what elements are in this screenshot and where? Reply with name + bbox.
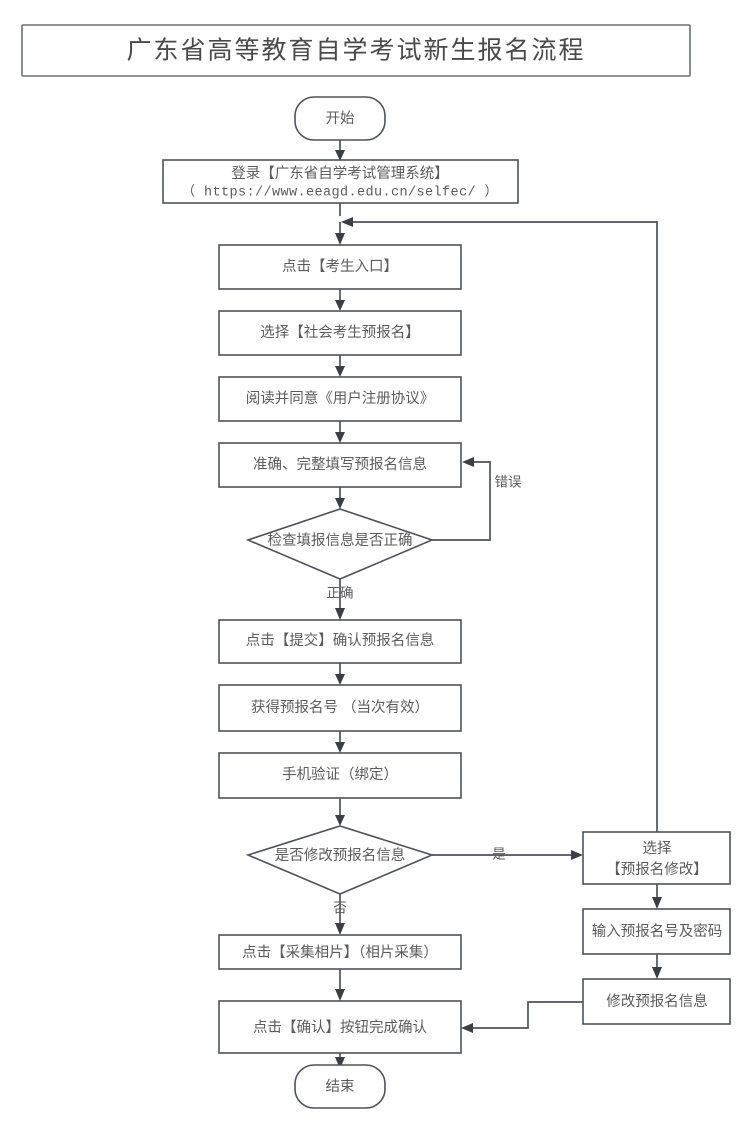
node-submit[interactable]: 点击【提交】确认预报名信息 [218, 619, 462, 664]
node-start-label: 开始 [326, 110, 355, 127]
node-phone-verify[interactable]: 手机验证（绑定） [218, 752, 462, 799]
edge-label-error: 错误 [495, 475, 523, 490]
arrowhead-agreement-fillinfo [335, 432, 345, 443]
node-modify-info[interactable]: 修改预报名信息 [582, 978, 731, 1025]
node-submit-label: 点击【提交】确认预报名信息 [246, 631, 435, 649]
node-phone-verify-label: 手机验证（绑定） [282, 766, 398, 783]
edge-check-error-loop [432, 461, 491, 541]
node-photo[interactable]: 点击【采集相片】（相片采集） [218, 934, 462, 970]
edge-label-correct: 正确 [327, 586, 354, 601]
node-start[interactable]: 开始 [294, 96, 386, 141]
node-confirm[interactable]: 点击【确认】按钮完成确认 [218, 1000, 462, 1054]
arrowhead-selectmodify-credentials [652, 897, 662, 909]
node-modify-decision[interactable]: 是否修改预报名信息 [245, 825, 435, 895]
node-agreement-label: 阅读并同意《用户注册协议》 [246, 389, 435, 407]
node-entry[interactable]: 点击【考生入口】 [218, 244, 462, 290]
node-select-modify[interactable]: 选择 【预报名修改】 [582, 831, 731, 885]
node-end[interactable]: 结束 [294, 1064, 386, 1109]
arrowhead-modifyinfo-confirm [461, 1023, 473, 1033]
edge-modifyinfo-confirm [473, 1001, 583, 1029]
node-fill-info-label: 准确、完整填写预报名信息 [253, 456, 427, 473]
node-modify-decision-label: 是否修改预报名信息 [275, 847, 406, 864]
node-end-label: 结束 [326, 1078, 355, 1095]
arrowhead-entry-preregister [335, 300, 345, 311]
node-modify-info-label: 修改预报名信息 [606, 993, 708, 1010]
node-select-modify-line1: 选择 [643, 840, 672, 857]
node-pre-register[interactable]: 选择【社会考生预报名】 [218, 310, 462, 356]
arrowhead-modify-return [341, 217, 353, 227]
arrowhead-submit-getnumber [335, 674, 345, 685]
node-get-number-label: 获得预报名号 （当次有效） [251, 699, 429, 716]
node-input-credentials-label: 输入预报名号及密码 [592, 923, 723, 940]
arrowhead-photo-confirm [335, 989, 345, 1001]
arrowhead-start-login [335, 150, 345, 161]
node-confirm-label: 点击【确认】按钮完成确认 [253, 1019, 427, 1036]
arrowhead-phone-decision [335, 815, 345, 826]
node-agreement[interactable]: 阅读并同意《用户注册协议》 [218, 376, 462, 422]
arrowhead-fillinfo-check [335, 498, 345, 509]
page-title: 广东省高等教育自学考试新生报名流程 [126, 37, 585, 65]
node-select-modify-line2: 【预报名修改】 [606, 861, 708, 878]
arrowhead-decision-selectmodify [571, 850, 583, 860]
edge-label-no: 否 [333, 901, 347, 916]
arrowhead-login-entry [335, 233, 345, 245]
node-login[interactable]: 登录【广东省自学考试管理系统】 （ https://www.eeagd.edu.… [162, 159, 519, 204]
node-entry-label: 点击【考生入口】 [282, 258, 398, 275]
node-input-credentials[interactable]: 输入预报名号及密码 [582, 908, 731, 955]
node-login-label: 登录【广东省自学考试管理系统】 [231, 165, 449, 182]
arrowhead-decision-photo [335, 923, 345, 935]
edge-label-yes: 是 [492, 847, 506, 862]
node-login-url: （ https://www.eeagd.edu.cn/selfec/ ） [182, 185, 499, 201]
connectors [335, 140, 662, 1069]
arrowhead-check-submit [335, 608, 345, 620]
arrowhead-preregister-agreement [335, 366, 345, 377]
node-check-info-label: 检查填报信息是否正确 [268, 532, 413, 549]
arrowhead-getnumber-phone [335, 742, 345, 753]
node-get-number[interactable]: 获得预报名号 （当次有效） [218, 684, 462, 732]
edge-modify-return-rail [352, 221, 658, 832]
arrowhead-confirm-end [335, 1057, 345, 1069]
title-box: 广东省高等教育自学考试新生报名流程 [21, 24, 691, 77]
node-check-info[interactable]: 检查填报信息是否正确 [245, 508, 435, 580]
arrowhead-credentials-modifyinfo [652, 967, 662, 979]
node-fill-info[interactable]: 准确、完整填写预报名信息 [218, 442, 462, 488]
node-photo-label: 点击【采集相片】（相片采集） [242, 944, 438, 961]
arrowhead-error-loop [462, 457, 474, 467]
node-pre-register-label: 选择【社会考生预报名】 [260, 324, 420, 341]
